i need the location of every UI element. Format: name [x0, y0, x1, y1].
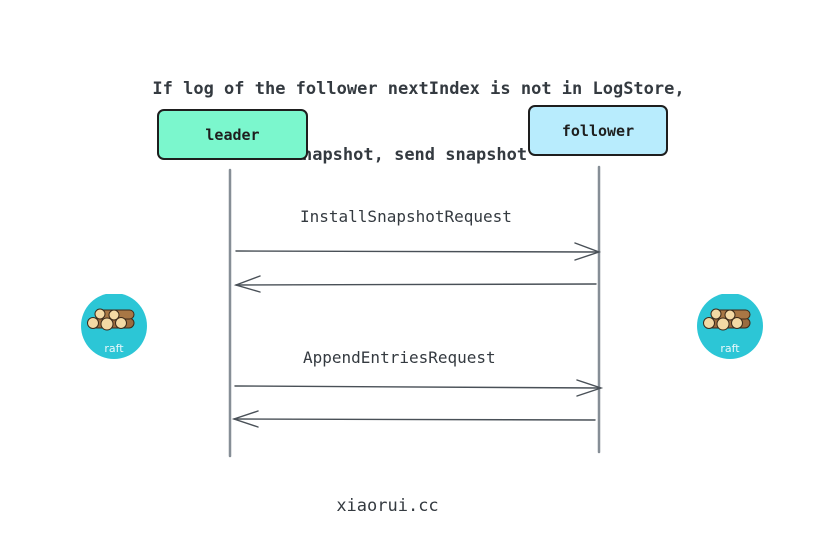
raft-logo-icon: raft [697, 294, 763, 359]
install-snapshot-response-arrow [233, 275, 597, 293]
leader-box: leader [157, 109, 308, 160]
leader-label: leader [205, 125, 260, 144]
raft-logo-text: raft [104, 342, 124, 355]
append-entries-arrow [234, 379, 604, 397]
follower-box: follower [528, 105, 668, 156]
append-entries-response-arrow [231, 410, 596, 428]
message-label-append-entries: AppendEntriesRequest [303, 348, 496, 367]
raft-logo-text: raft [720, 342, 740, 355]
footer-watermark: xiaorui.cc [336, 496, 439, 516]
raft-logo-icon: raft [81, 294, 147, 359]
message-label-install-snapshot: InstallSnapshotRequest [300, 207, 512, 226]
install-snapshot-arrow [235, 242, 602, 261]
follower-label: follower [561, 121, 635, 140]
title-line-1: If log of the follower nextIndex is not … [152, 79, 685, 99]
